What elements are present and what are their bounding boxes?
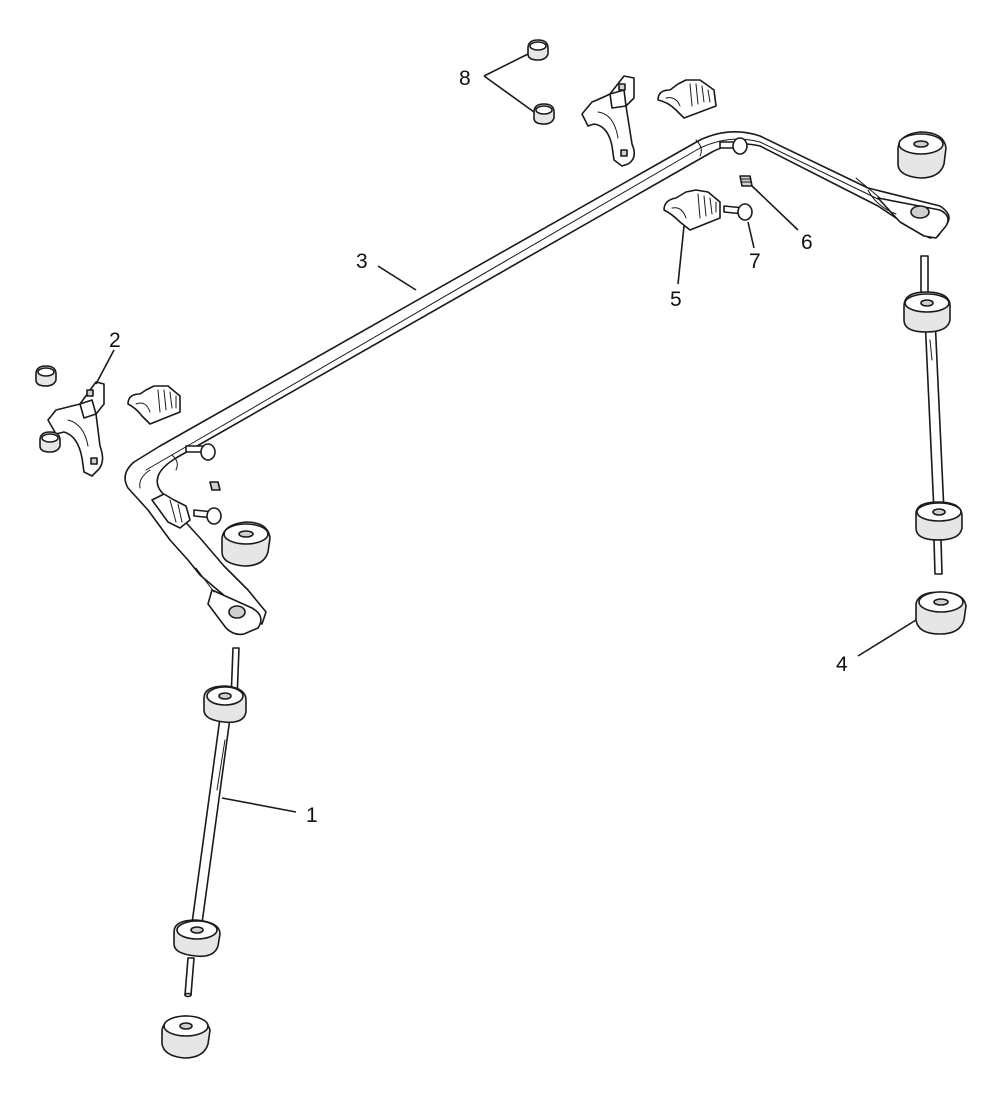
nut-8-upper (527, 39, 549, 61)
bolt-7 (723, 203, 753, 221)
left-set-screw (209, 481, 221, 491)
left-drop-link (173, 647, 247, 998)
rubber-insert-5 (663, 189, 721, 231)
leader-1 (221, 797, 297, 813)
right-link-bushing (915, 591, 967, 635)
stabilizer-bar (124, 131, 950, 636)
callout-8: 8 (459, 67, 471, 90)
callout-3: 3 (356, 250, 368, 273)
set-screw-6 (739, 175, 753, 187)
callout-5: 5 (670, 288, 682, 311)
nut-8-lower (533, 103, 555, 125)
left-clamp-rubber (127, 385, 181, 425)
left-clamp-nut-lower (39, 431, 61, 453)
leader-5 (677, 225, 685, 285)
bolt-upper-right (719, 137, 748, 155)
leader-8a (483, 53, 529, 77)
left-link-lower-bushing (161, 1015, 211, 1059)
right-clamp-bracket (581, 75, 636, 167)
right-clamp-rubber (657, 79, 717, 119)
leader-6 (751, 185, 799, 231)
left-middle-bushing (221, 521, 271, 567)
left-bolt-lower (193, 507, 222, 525)
callout-7: 7 (749, 250, 761, 273)
top-right-bushing (897, 131, 947, 179)
left-clamp-nut-upper (35, 365, 57, 387)
right-drop-link (903, 255, 963, 575)
left-bolt-upper (185, 443, 216, 461)
callout-1: 1 (306, 804, 318, 827)
leader-2 (95, 349, 115, 385)
callout-6: 6 (801, 231, 813, 254)
leader-3 (377, 265, 417, 291)
leader-4 (857, 619, 917, 657)
callout-labels: 1 2 3 4 5 6 7 8 (109, 67, 848, 827)
left-inner-rubber (151, 493, 191, 529)
left-clamp-bracket (47, 381, 105, 477)
leader-8b (483, 75, 535, 113)
callout-2: 2 (109, 329, 121, 352)
callout-4: 4 (836, 653, 848, 676)
leader-lines (95, 53, 917, 813)
leader-7 (747, 221, 755, 249)
